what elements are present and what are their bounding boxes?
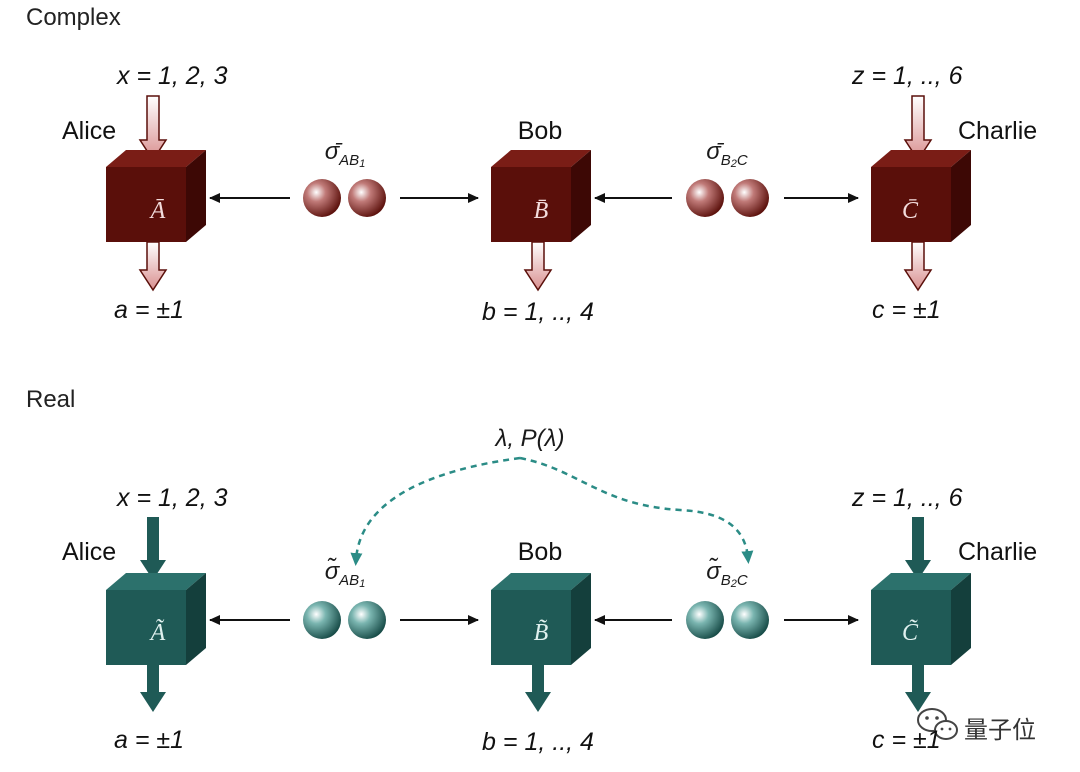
state-bc-label-real: σ̃B2C [706,558,747,590]
charlie-output-arrow-real [905,665,931,712]
alice-box-complex [106,150,206,242]
charlie-output-label-complex: c = ±1 [872,296,941,324]
hidden-variable-label: λ, P(λ) [495,425,565,452]
state-ab-label-complex: σ̄AB1 [325,138,366,170]
box-letter-charlie-real: C̃ [902,619,919,646]
state-ab-symbol-real: σ̃ [324,558,340,585]
state-ab-label-real: σ̃AB1 [325,558,366,590]
charlie-name-real: Charlie [958,538,1038,566]
state-bc-sub-a-complex: B [720,151,731,169]
bob-output-label-real: b = 1, .., 4 [482,728,594,756]
box-letter-alice-real: Ã [149,619,166,646]
state-ab-particles-real [303,601,386,639]
alice-input-label-complex: x = 1, 2, 3 [117,62,228,90]
section-label-real: Real [26,386,76,413]
state-bc-sub-b-complex: C [736,151,748,169]
state-bc-label-complex: σ̄B2C [706,138,747,170]
alice-output-arrow-complex [138,241,168,292]
hidden-variable-arrow-left [350,456,521,566]
bob-name-real: Bob [517,538,563,566]
bob-output-label-complex: b = 1, .., 4 [482,298,594,326]
state-ab-symbol-complex: σ̄ [324,138,340,165]
state-bc-sub-b-real: C [736,571,748,589]
state-ab-subsub-complex: 1 [359,157,366,170]
state-bc-subsub-real: 2 [730,577,737,590]
charlie-output-label-real: c = ±1 [872,726,941,754]
charlie-input-arrow-real [905,517,931,580]
charlie-name-complex: Charlie [958,117,1038,145]
state-ab-subsub-real: 1 [359,577,366,590]
hidden-variable-arrow-right [519,456,754,564]
charlie-box-real [871,573,971,665]
alice-name-real: Alice [62,538,117,566]
watermark-text: 量子位 [964,717,1036,744]
state-bc-sub-a-real: B [720,571,731,589]
charlie-output-arrow-complex [903,241,933,292]
state-ab-sub-real: AB [339,571,360,589]
alice-output-label-real: a = ±1 [114,726,185,754]
bob-box-real [491,573,591,665]
section-label-complex: Complex [26,4,121,31]
bob-box-complex [491,150,591,242]
charlie-input-label-real: z = 1, .., 6 [852,484,963,512]
state-ab-sub-complex: AB [339,151,360,169]
box-letter-bob-complex: B̄ [534,198,549,224]
box-letter-alice-complex: Ā [149,198,166,224]
state-bc-particles-complex [686,179,769,217]
charlie-box-complex [871,150,971,242]
charlie-input-label-complex: z = 1, .., 6 [852,62,963,90]
alice-name-complex: Alice [62,117,117,145]
box-letter-charlie-complex: C̄ [902,198,919,224]
alice-input-arrow-real [140,517,166,580]
alice-box-real [106,573,206,665]
bob-output-arrow-complex [523,241,553,292]
wechat-icon [917,708,958,740]
box-letter-bob-real: B̃ [534,619,549,646]
alice-input-label-real: x = 1, 2, 3 [117,484,228,512]
state-ab-particles-complex [303,179,386,217]
alice-output-label-complex: a = ±1 [114,296,185,324]
state-bc-particles-real [686,601,769,639]
bob-output-arrow-real [525,665,551,712]
alice-output-arrow-real [140,665,166,712]
bob-name-complex: Bob [517,117,563,145]
state-bc-symbol-real: σ̃ [706,558,721,585]
state-bc-subsub-complex: 2 [730,157,737,170]
state-bc-symbol-complex: σ̄ [706,138,721,165]
